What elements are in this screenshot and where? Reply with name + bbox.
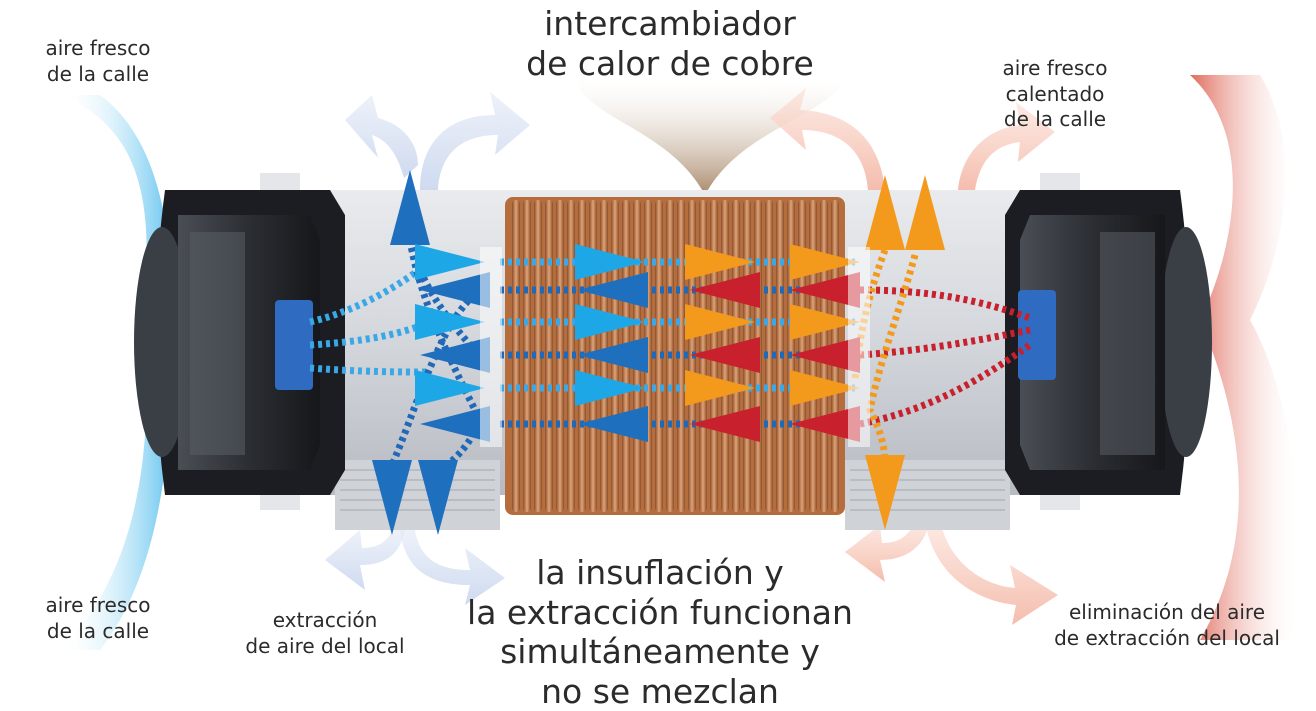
flow-arrowhead [578, 337, 648, 373]
flow-arrowhead [790, 304, 860, 340]
exhaust-air-outlet-flow [1190, 75, 1298, 640]
flow-arrowhead [420, 406, 490, 442]
flow-arrowhead [415, 244, 485, 280]
flow-arrowhead [685, 304, 755, 340]
right-fan-icon [1005, 190, 1212, 495]
flow-arrowhead [865, 175, 905, 250]
flow-arrowhead [578, 272, 648, 308]
flow-arrowhead [418, 460, 458, 535]
left-fan-icon [134, 190, 345, 495]
flow-arrowhead [685, 244, 755, 280]
flow-arrowhead [790, 244, 860, 280]
flow-arrowhead [790, 337, 860, 373]
flow-arrowhead [865, 455, 905, 530]
flow-arrowhead [790, 272, 860, 308]
flow-arrowhead [390, 170, 430, 245]
flow-arrowhead [690, 337, 760, 373]
flow-arrowhead [690, 406, 760, 442]
flow-arrowhead [415, 370, 485, 406]
flow-arrowhead [372, 460, 412, 535]
flow-arrowhead [905, 175, 945, 250]
flow-arrowhead [578, 406, 648, 442]
flow-arrowhead [420, 337, 490, 373]
pale-flow-arrows [325, 88, 1058, 625]
flow-arrow-icon [372, 170, 945, 535]
flow-arrowhead [575, 244, 645, 280]
fresh-air-intake-flow [60, 95, 175, 650]
flow-arrowhead [575, 304, 645, 340]
flow-arrowhead [790, 406, 860, 442]
flow-arrowhead [415, 304, 485, 340]
flow-arrowhead [575, 370, 645, 406]
flow-arrowhead [420, 272, 490, 308]
flow-arrowhead [685, 370, 755, 406]
flow-arrowhead [790, 370, 860, 406]
flow-arrowhead [690, 272, 760, 308]
heat-exchanger-pointer [575, 80, 845, 195]
flow-dotted-lines [309, 239, 1033, 473]
